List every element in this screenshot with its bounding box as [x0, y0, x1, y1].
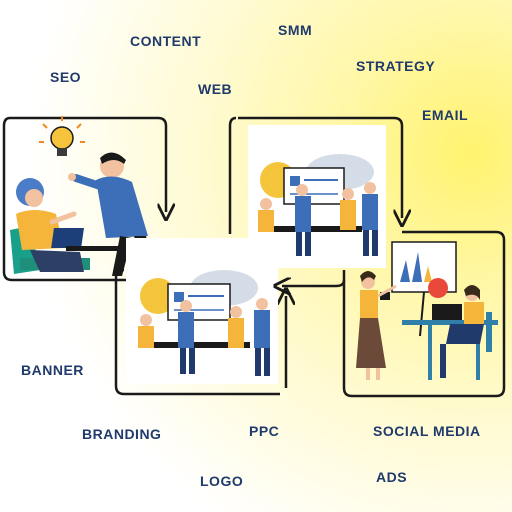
team-scene-top: [258, 154, 378, 256]
presentation-scene: [356, 241, 498, 380]
keyword-strategy: STRATEGY: [356, 58, 436, 74]
idea-scene: [10, 116, 166, 277]
keyword-ppc: PPC: [249, 423, 280, 439]
keyword-banner: BANNER: [21, 362, 84, 378]
keyword-branding: BRANDING: [82, 426, 162, 442]
keyword-email: EMAIL: [422, 107, 469, 123]
keyword-seo: SEO: [50, 69, 82, 85]
keyword-ads: ADS: [376, 469, 408, 485]
lightbulb-icon: [39, 116, 85, 156]
keyword-smm: SMM: [278, 22, 313, 38]
keyword-logo: LOGO: [200, 473, 244, 489]
team-scene-bottom: [138, 270, 270, 376]
keyword-content: CONTENT: [130, 33, 202, 49]
frame-idea-meeting: [2, 116, 166, 282]
frame-presentation: [282, 230, 506, 398]
keyword-web: WEB: [198, 81, 233, 97]
keyword-social-media: SOCIAL MEDIA: [373, 423, 481, 439]
